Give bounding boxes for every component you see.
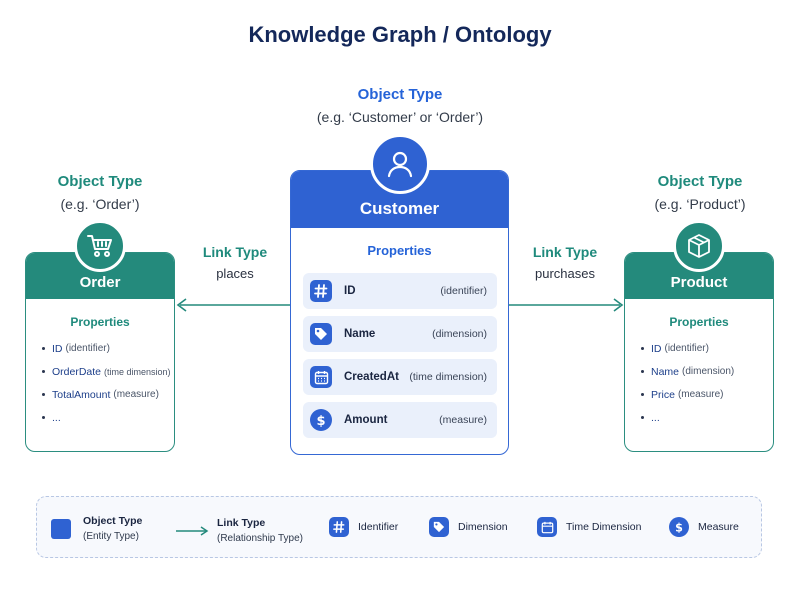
list-item: Price(measure) (641, 383, 773, 406)
property-name: Name (344, 328, 376, 340)
property-name: CreatedAt (344, 371, 399, 383)
link-places-label: Link Type (202, 244, 268, 260)
property-kind: (identifier) (440, 285, 487, 297)
property-name: Amount (344, 414, 388, 426)
order-properties-title: Properties (70, 315, 130, 329)
link-purchases-caption: Link Type purchases (510, 244, 620, 281)
property-kind: (measure) (439, 414, 487, 426)
list-item: Name(dimension) (641, 360, 773, 383)
product-properties-title: Properties (669, 315, 729, 329)
left-type-label: Object Type (57, 173, 143, 190)
legend-time-dimension-label: Time Dimension (566, 521, 642, 533)
order-properties-list: ID(identifier) OrderDate(time dimension)… (42, 337, 174, 429)
legend-dimension-label: Dimension (458, 521, 508, 533)
link-arrow-purchases (509, 298, 624, 312)
svg-text:$: $ (316, 414, 325, 427)
property-kind: (dimension) (432, 328, 487, 340)
link-arrow-places (176, 298, 290, 312)
link-purchases-label: Link Type (532, 244, 598, 260)
customer-card[interactable]: Customer Properties ID (identifier) Name… (290, 170, 509, 455)
legend-measure-label: Measure (698, 521, 739, 533)
calendar-icon (537, 517, 557, 537)
center-type-caption: Object Type (e.g. ‘Customer’ or ‘Order’) (250, 86, 550, 125)
link-places-caption: Link Type places (180, 244, 290, 281)
list-item: ID(identifier) (42, 337, 174, 360)
tag-icon (310, 323, 332, 345)
property-row-amount[interactable]: $ Amount (measure) (303, 402, 497, 438)
tag-icon (429, 517, 449, 537)
svg-text:$: $ (675, 521, 683, 533)
legend-time-dimension: Time Dimension (537, 517, 641, 537)
legend-dimension: Dimension (429, 517, 508, 537)
list-item: ... (42, 406, 174, 429)
link-purchases-verb: purchases (535, 266, 595, 281)
legend-link-type-label: Link Type (217, 517, 266, 529)
property-row-name[interactable]: Name (dimension) (303, 316, 497, 352)
right-type-label: Object Type (657, 173, 743, 190)
object-type-swatch-icon (51, 518, 71, 539)
list-item: TotalAmount(measure) (42, 383, 174, 406)
link-arrow-icon (176, 525, 209, 536)
order-card[interactable]: Order Properties ID(identifier) OrderDat… (25, 252, 175, 452)
legend-measure: $ Measure (669, 517, 739, 537)
list-item: OrderDate(time dimension) (42, 360, 174, 383)
link-places-verb: places (216, 266, 254, 281)
list-item: ID(identifier) (641, 337, 773, 360)
property-row-id[interactable]: ID (identifier) (303, 273, 497, 309)
center-type-label: Object Type (357, 86, 443, 103)
order-card-header: Order (26, 253, 174, 299)
hash-icon (310, 280, 332, 302)
page-title: Knowledge Graph / Ontology (248, 22, 552, 47)
hash-icon (329, 517, 349, 537)
product-card[interactable]: Product Properties ID(identifier) Name(d… (624, 252, 774, 452)
product-properties-list: ID(identifier) Name(dimension) Price(mea… (641, 337, 773, 429)
legend-object-type-sub: (Entity Type) (83, 531, 139, 542)
customer-properties-title: Properties (367, 243, 432, 258)
legend-identifier-label: Identifier (358, 521, 399, 533)
left-type-example: (e.g. ‘Order’) (60, 196, 140, 212)
calendar-icon (310, 366, 332, 388)
right-type-example: (e.g. ‘Product’) (654, 196, 746, 212)
shopping-cart-icon (74, 220, 126, 272)
dollar-icon: $ (310, 409, 332, 431)
legend: Object Type (Entity Type) Link Type (Rel… (36, 496, 762, 558)
legend-object-type: Object Type (Entity Type) (51, 515, 142, 542)
legend-object-type-label: Object Type (83, 515, 143, 527)
user-icon (370, 134, 430, 194)
center-type-example: (e.g. ‘Customer’ or ‘Order’) (316, 109, 484, 125)
property-name: ID (344, 285, 356, 297)
property-row-createdat[interactable]: CreatedAt (time dimension) (303, 359, 497, 395)
right-type-caption: Object Type (e.g. ‘Product’) (620, 173, 780, 212)
left-type-caption: Object Type (e.g. ‘Order’) (20, 173, 180, 212)
property-kind: (time dimension) (409, 371, 487, 383)
legend-link-type: Link Type (Relationship Type) (175, 517, 303, 544)
dollar-icon: $ (669, 517, 689, 537)
list-item: ... (641, 406, 773, 429)
package-icon (673, 220, 725, 272)
legend-link-type-sub: (Relationship Type) (217, 533, 303, 544)
legend-identifier: Identifier (329, 517, 398, 537)
